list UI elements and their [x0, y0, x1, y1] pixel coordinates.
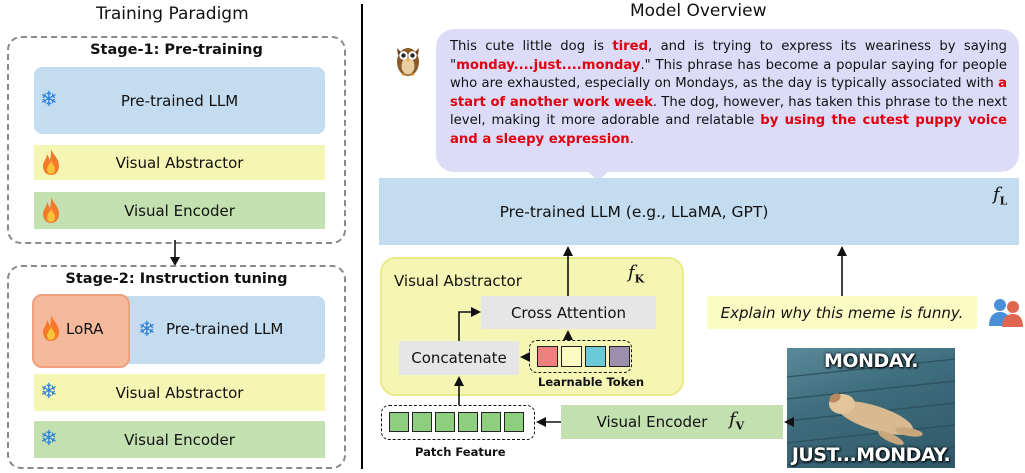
- encoder-symbol-f: f: [729, 409, 736, 430]
- response-bubble: This cute little dog is tired, and is tr…: [436, 29, 1019, 172]
- abstractor-symbol: fK: [628, 262, 644, 286]
- llm-bar: Pre-trained LLM (e.g., LLaMA, GPT): [379, 178, 1019, 245]
- response-highlight: by using the cutest puppy voice and a sl…: [450, 113, 1007, 147]
- stage1-encoder-bar: Visual Encoder: [34, 192, 325, 229]
- lora-box: [32, 294, 130, 368]
- learnable-token-1: [537, 346, 558, 367]
- vertical-divider: [361, 4, 363, 469]
- response-text: This cute little dog is: [450, 39, 613, 54]
- stage2-encoder-bar: Visual Encoder: [34, 421, 325, 458]
- llm-label: Pre-trained LLM (e.g., LLaMA, GPT): [499, 202, 769, 221]
- training-paradigm-heading: Training Paradigm: [96, 4, 249, 24]
- patch-feature-square: [481, 412, 501, 432]
- prompt-text: Explain why this meme is funny.: [720, 303, 964, 322]
- right-encoder-label: Visual Encoder: [596, 413, 708, 431]
- learnable-token-3: [585, 346, 606, 367]
- snowflake-icon: ❄: [40, 87, 58, 111]
- snowflake-icon: ❄: [40, 379, 58, 403]
- response-text: ." This phrase has become a popular sayi…: [450, 57, 1007, 92]
- stage2-box: [7, 265, 346, 469]
- patch-feature-square: [458, 412, 478, 432]
- learnable-token-2: [561, 346, 582, 367]
- stage1-llm-bar: Pre-trained LLM: [34, 67, 325, 134]
- patch-feature-row: [389, 412, 529, 433]
- stage1-abstractor-label: Visual Abstractor: [115, 153, 244, 172]
- encoder-symbol-sub: V: [735, 419, 745, 433]
- stage2-llm-label: Pre-trained LLM: [166, 320, 284, 338]
- patch-feature-label: Patch Feature: [415, 445, 506, 459]
- patch-feature-square: [412, 412, 432, 432]
- encoder-symbol: fV: [729, 409, 744, 433]
- bubble-tail: [586, 170, 610, 181]
- stage2-abstractor-label: Visual Abstractor: [115, 383, 244, 402]
- response-text: , and is trying to express its weariness…: [450, 39, 1007, 73]
- flame-icon: [43, 315, 59, 341]
- stage2-title: Stage-2: Instruction tuning: [65, 271, 288, 287]
- llm-symbol-sub: L: [999, 194, 1008, 208]
- concatenate-box: Concatenate: [399, 341, 519, 375]
- users-icon: [989, 299, 1023, 327]
- visual-abstractor-label: Visual Abstractor: [394, 272, 522, 290]
- snowflake-icon: ❄: [40, 426, 58, 450]
- stage1-encoder-label: Visual Encoder: [124, 201, 235, 220]
- stage1-box: [7, 36, 346, 244]
- meme-image: MONDAY. JUST...MONDAY.: [787, 348, 955, 468]
- abstractor-symbol-sub: K: [634, 272, 645, 286]
- model-overview-heading: Model Overview: [630, 1, 767, 21]
- response-text: . The dog, however, has taken this phras…: [450, 94, 1007, 129]
- flame-icon: [43, 197, 59, 223]
- lora-label: LoRA: [66, 320, 104, 338]
- response-text: .: [629, 131, 634, 147]
- snowflake-icon: ❄: [138, 317, 156, 341]
- meme-floor: [787, 358, 955, 466]
- cross-attention-box: Cross Attention: [481, 296, 656, 329]
- learnable-token-4: [609, 346, 630, 367]
- stage2-encoder-label: Visual Encoder: [124, 430, 235, 449]
- patch-feature-group: [381, 405, 535, 440]
- llm-symbol: fL: [993, 184, 1007, 208]
- stage-connector-arrow: [170, 240, 180, 266]
- response-highlight: a start of another work week: [450, 76, 1007, 110]
- response-highlight: monday....just....monday: [456, 57, 641, 73]
- patch-feature-square: [504, 412, 524, 432]
- concatenate-label: Concatenate: [411, 349, 507, 367]
- flame-icon: [43, 149, 59, 175]
- stage1-title: Stage-1: Pre-training: [90, 42, 263, 58]
- cross-attention-label: Cross Attention: [510, 303, 627, 322]
- stage1-abstractor-bar: Visual Abstractor: [34, 145, 325, 180]
- stage2-abstractor-bar: Visual Abstractor: [34, 374, 325, 411]
- patch-feature-square: [435, 412, 455, 432]
- right-encoder-bar: Visual Encoder: [561, 405, 783, 439]
- response-highlight: tired: [612, 39, 649, 54]
- abstractor-symbol-f: f: [628, 262, 635, 283]
- prompt-box: Explain why this meme is funny.: [707, 296, 977, 329]
- learnable-token-label: Learnable Token: [538, 375, 645, 389]
- llm-symbol-f: f: [993, 184, 1000, 205]
- meme-bottom-text: JUST...MONDAY.: [791, 444, 951, 466]
- patch-feature-square: [389, 412, 409, 432]
- meme-top-text: MONDAY.: [824, 350, 918, 372]
- owl-icon: [397, 48, 419, 76]
- stage1-llm-label: Pre-trained LLM: [120, 91, 239, 110]
